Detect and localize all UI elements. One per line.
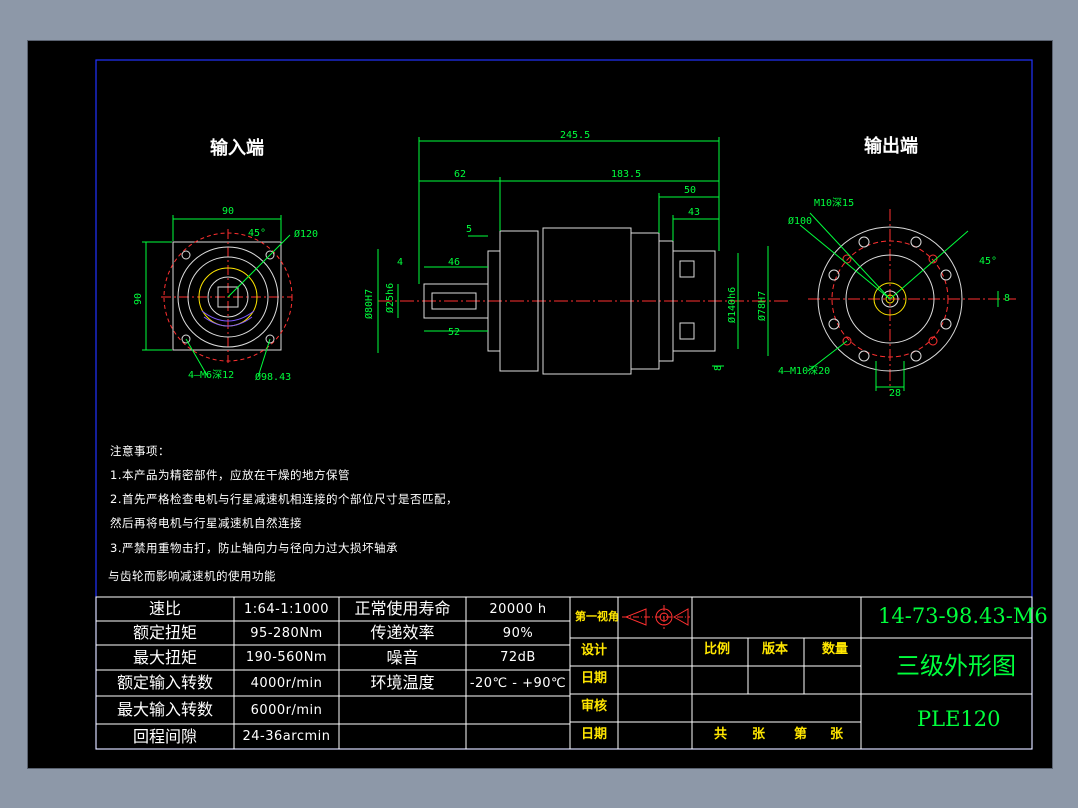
quantity-label: 数量	[822, 642, 849, 657]
dim-in-angle: 45°	[248, 228, 267, 239]
dim-out-dia100: Ø100	[788, 216, 813, 227]
spec-row-0-value: 1:64-1:1000	[243, 601, 330, 617]
dim-out-28: 28	[889, 388, 902, 399]
drawing-border	[95, 59, 1033, 750]
input-end-view	[142, 215, 293, 378]
dim-5: 5	[466, 224, 473, 235]
version-label: 版本	[762, 642, 789, 657]
dim-in-pcd: Ø98.43	[255, 372, 292, 383]
input-end-title: 输入端	[210, 138, 264, 159]
sheet-total-label: 共	[714, 727, 728, 742]
dim-out-m10-top: M10深15	[814, 198, 855, 209]
output-end-title: 输出端	[864, 136, 918, 157]
note-line-4: 3.严禁用重物击打，防止轴向力与径向力过大损坏轴承	[110, 541, 398, 555]
sheet-unit-2: 张	[830, 727, 844, 742]
spec-row-0-label-2: 正常使用寿命	[354, 599, 451, 618]
dim-62: 62	[454, 169, 467, 180]
dim-43: 43	[688, 207, 701, 218]
date-label-2: 日期	[581, 727, 608, 742]
spec-row-1-value-2: 90%	[502, 625, 534, 641]
dim-out-angle: 45°	[979, 256, 998, 267]
dim-in-90-h: 90	[222, 206, 235, 217]
dim-8a: 8	[713, 364, 724, 371]
projection-symbol-icon	[622, 605, 690, 629]
spec-row-3-label-2: 环境温度	[370, 673, 435, 692]
notes-title: 注意事项：	[110, 444, 170, 458]
note-line-3: 然后再将电机与行星减速机自然连接	[110, 516, 302, 530]
dim-out-pilot: Ø140h6	[727, 286, 738, 323]
dim-46: 46	[448, 257, 461, 268]
cad-drawing	[95, 59, 1033, 750]
spec-row-0-value-2: 20000 h	[489, 601, 547, 617]
sheet-index-label: 第	[794, 727, 808, 742]
side-view	[377, 137, 788, 375]
output-end-view	[799, 209, 1016, 391]
dim-52: 52	[448, 327, 461, 338]
model-name: PLE120	[917, 707, 1001, 731]
spec-row-3-value: 4000r/min	[250, 675, 323, 691]
spec-row-1-value: 95-280Nm	[250, 625, 323, 641]
dim-shaft-dia: Ø25h6	[385, 282, 396, 313]
spec-row-2-label: 最大扭矩	[132, 647, 197, 667]
spec-row-4-value: 6000r/min	[250, 702, 323, 718]
dim-in-dia120: Ø120	[294, 229, 319, 240]
scale-label: 比例	[704, 642, 731, 657]
spec-row-3-value-2: -20℃ - +90℃	[469, 675, 567, 691]
spec-table-grid	[95, 596, 571, 750]
review-label: 审核	[581, 699, 608, 714]
drawing-sheet: 输入端 输出端 245.5 62 183.5 50 43 5 4 46 52 Ø…	[27, 40, 1053, 769]
note-line-2: 2.首先严格检查电机与行星减速机相连接的个部位尺寸是否匹配，	[110, 492, 458, 506]
date-label-1: 日期	[581, 671, 608, 686]
title-block-grid	[569, 596, 1033, 750]
note-line-1: 1.本产品为精密部件，应放在干燥的地方保管	[110, 468, 350, 482]
spec-row-2-value: 190-560Nm	[245, 650, 328, 665]
spec-row-1-label: 额定扭矩	[132, 623, 197, 642]
spec-row-4-label: 最大输入转数	[116, 700, 213, 719]
drawing-number: 14-73-98.43-M6	[878, 604, 1048, 628]
spec-row-3-label: 额定输入转数	[116, 673, 213, 692]
spec-row-2-value-2: 72dB	[500, 650, 536, 665]
dim-in-90-v: 90	[133, 292, 144, 305]
dim-out-8: 8	[1004, 293, 1011, 304]
dim-in-holes: 4—M6深12	[188, 370, 235, 381]
dim-out-shaft: Ø78H7	[757, 290, 768, 321]
projection-label: 第一视角	[575, 610, 619, 623]
design-label: 设计	[581, 643, 608, 658]
drawing-title: 三级外形图	[896, 652, 1016, 680]
dim-183-5: 183.5	[611, 169, 642, 180]
dim-50: 50	[684, 185, 697, 196]
dim-out-holes: 4—M10深20	[778, 366, 831, 377]
spec-row-1-label-2: 传递效率	[370, 623, 435, 642]
dim-total-length: 245.5	[560, 130, 591, 141]
note-line-5: 与齿轮而影响减速机的使用功能	[108, 569, 276, 583]
spec-row-2-label-2: 噪音	[386, 647, 419, 667]
dim-pilot-dia: Ø80H7	[364, 288, 375, 319]
dim-4: 4	[397, 257, 404, 268]
sheet-unit-1: 张	[752, 727, 766, 742]
spec-row-5-value: 24-36arcmin	[242, 729, 331, 744]
spec-row-5-label: 回程间隙	[132, 726, 197, 746]
spec-row-0-label: 速比	[148, 599, 181, 618]
